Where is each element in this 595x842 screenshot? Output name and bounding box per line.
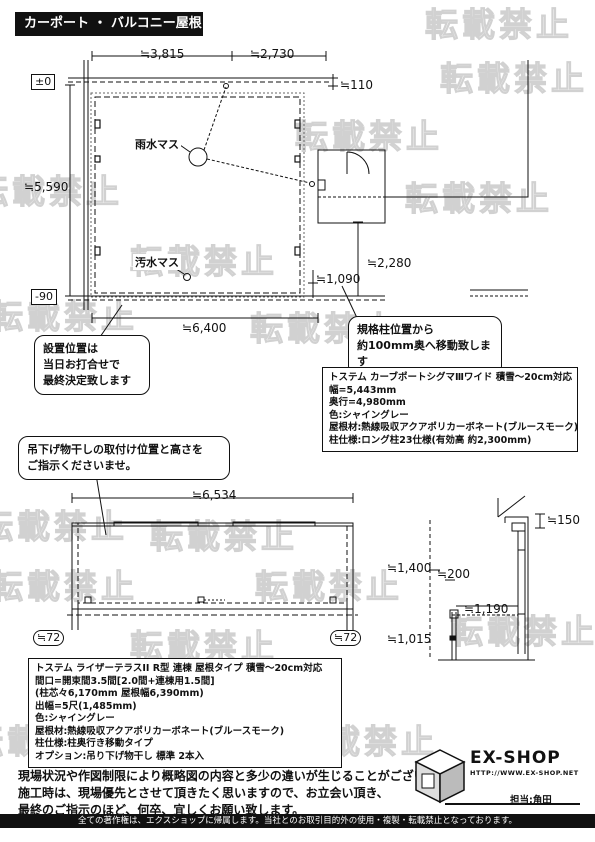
note-line: 施工時は、現場優先とさせて頂きたく思いますので、お立会い頂き、 bbox=[18, 786, 389, 800]
site-notes: 現場状況や作図制限により概略図の内容と多少の違いが生じることがございます。 施工… bbox=[18, 768, 461, 819]
dimension-top-right: ≒2,730 bbox=[250, 47, 295, 61]
dimension-bottom-width: ≒6,400 bbox=[182, 321, 227, 335]
page-title: カーポート ・ バルコニー屋根 bbox=[15, 12, 203, 36]
spec-line: 柱仕様:柱奥行き移動タイプ bbox=[35, 738, 153, 749]
rain-drain-label: 雨水マス bbox=[133, 136, 181, 152]
brand-url: HTTP://WWW.EX-SHOP.NET bbox=[470, 769, 579, 777]
person-in-charge: 担当:角田 bbox=[510, 795, 552, 806]
brand-name: EX-SHOP bbox=[470, 748, 561, 768]
spec-line: 色:シャイングレー bbox=[35, 713, 115, 724]
installation-position-callout: 設置位置は 当日お打合せで 最終決定致します bbox=[34, 335, 150, 395]
dimension-right-low: ≒1,090 bbox=[316, 272, 361, 286]
spec-line: 幅=5,443mm bbox=[329, 384, 397, 396]
dimension-side-200: ≒200 bbox=[437, 567, 470, 581]
note-line: 現場状況や作図制限により概略図の内容と多少の違いが生じることがございます。 bbox=[18, 769, 461, 783]
callout-line: 規格柱位置から bbox=[357, 323, 434, 336]
callout-line: 約100mm奥へ移動致します bbox=[357, 339, 491, 368]
level-marker-bottom: -90 bbox=[31, 289, 57, 305]
callout-line: 吊下げ物干しの取付け位置と高さを bbox=[27, 443, 203, 456]
sewage-drain-label: 汚水マス bbox=[133, 254, 181, 270]
spec-line: 色:シャイングレー bbox=[329, 409, 409, 421]
dimension-side-top: ≒150 bbox=[547, 513, 580, 527]
level-marker-top: ±0 bbox=[31, 74, 56, 90]
carport-plan-drawing bbox=[65, 51, 529, 338]
post-position-callout: 規格柱位置から 約100mm奥へ移動致します bbox=[348, 316, 502, 376]
dimension-side-1190: ≒1,190 bbox=[464, 602, 509, 616]
balcony-spec-box: トステム ライザーテラスII R型 連棟 屋根タイプ 積雪～20cm対応 間口=… bbox=[28, 658, 342, 768]
dimension-side-1015: ≒1,015 bbox=[387, 632, 432, 646]
callout-line: 設置位置は bbox=[43, 342, 98, 355]
dimension-right-bottom: ≒72 bbox=[330, 630, 362, 646]
callout-line: 当日お打合せで bbox=[43, 358, 120, 371]
callout-line: 最終決定致します bbox=[43, 374, 131, 387]
spec-line: トステム ライザーテラスII R型 連棟 屋根タイプ 積雪～20cm対応 bbox=[35, 663, 323, 674]
dimension-side-height: ≒1,400 bbox=[387, 561, 432, 575]
dimension-balcony-width: ≒6,534 bbox=[192, 488, 237, 502]
copyright-footer: 全ての著作権は、エクスショップに帰属します。当社とのお取引目的外の使用・複製・転… bbox=[0, 814, 595, 828]
spec-line: トステム カーブポートシグマⅢワイド 積雪～20cm対応 bbox=[329, 372, 572, 383]
carport-spec-box: トステム カーブポートシグマⅢワイド 積雪～20cm対応 幅=5,443mm 奥… bbox=[322, 367, 578, 452]
balcony-roof-drawing bbox=[67, 449, 545, 661]
spec-line: 柱仕様:ロング柱23仕様(有効高 約2,300mm) bbox=[329, 434, 532, 446]
spec-line: 屋根材:熱線吸収アクアポリカーボネート(ブルースモーク) bbox=[329, 422, 579, 433]
brand-divider bbox=[445, 803, 580, 805]
note-line: 最終のご指示のほど、何卒、宜しくお願い致します。 bbox=[18, 803, 305, 817]
callout-line: ご指示くださいませ。 bbox=[27, 459, 137, 472]
spec-line: 奥行=4,980mm bbox=[329, 397, 406, 408]
dimension-right-mid: ≒2,280 bbox=[367, 256, 412, 270]
spec-line: (柱芯々6,170mm 屋根幅6,390mm) bbox=[35, 688, 204, 699]
dimension-left-height: ≒5,590 bbox=[24, 180, 69, 194]
spec-line: 屋根材:熱線吸収アクアポリカーボネート(ブルースモーク) bbox=[35, 725, 285, 737]
ex-shop-logo-icon bbox=[414, 749, 466, 804]
spec-line: オプション:吊り下げ物干し 標準 2本入 bbox=[35, 750, 205, 762]
dimension-top-left: ≒3,815 bbox=[140, 47, 185, 61]
dimension-right-top: ≒110 bbox=[340, 78, 373, 92]
spec-line: 出幅=5尺(1,485mm) bbox=[35, 700, 137, 712]
clothes-rack-callout: 吊下げ物干しの取付け位置と高さを ご指示くださいませ。 bbox=[18, 436, 230, 480]
spec-line: 間口=開束間3.5間[2.0間+連棟用1.5間] bbox=[35, 675, 215, 687]
dimension-left-bottom: ≒72 bbox=[33, 630, 65, 646]
